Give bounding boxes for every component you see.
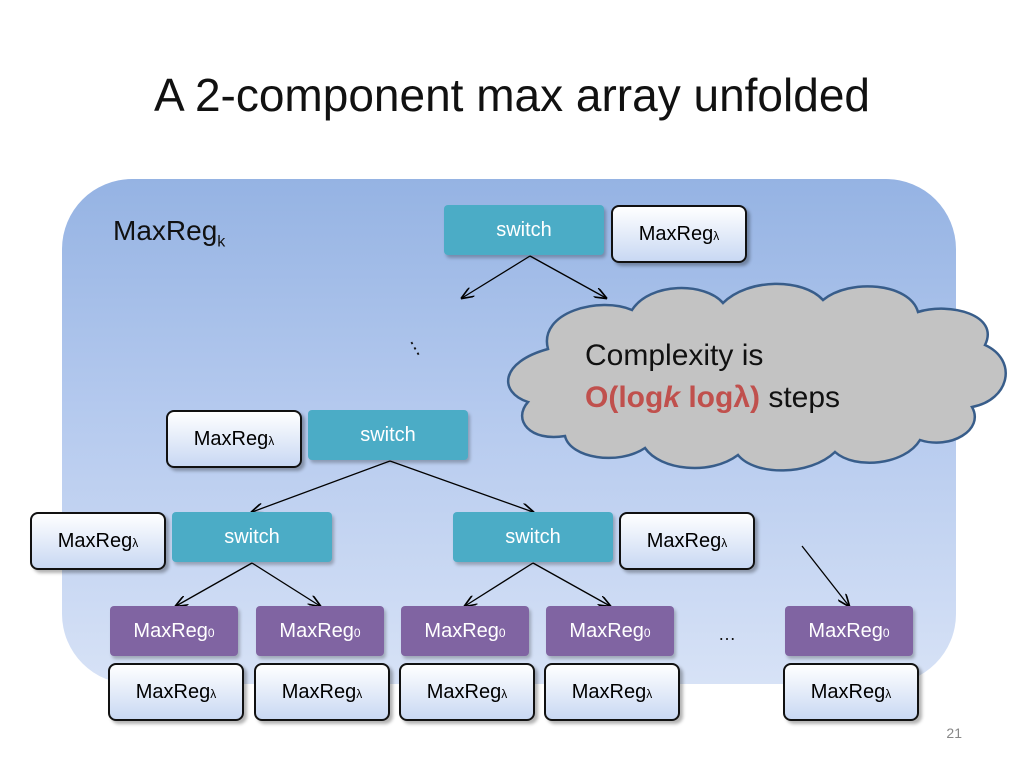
cloud-shape: [506, 282, 1007, 472]
arrow: [252, 460, 391, 512]
switch-node-right: switch: [453, 512, 613, 562]
slide-title: A 2-component max array unfolded: [154, 69, 870, 121]
complexity-callout: Complexity is O(logk logλ) steps: [585, 335, 840, 419]
page-number: 21: [946, 725, 962, 741]
switch-node-top: switch: [444, 205, 604, 255]
switch-node-mid: switch: [308, 410, 468, 460]
panel-label: MaxRegk: [113, 215, 226, 251]
arrow: [389, 460, 533, 512]
arrow: [529, 255, 606, 298]
arrow: [465, 562, 534, 606]
arrow: [801, 545, 849, 606]
arrow: [176, 562, 253, 606]
horizontal-ellipsis: …: [718, 624, 736, 644]
callout-line-2: O(logk logλ) steps: [585, 381, 841, 414]
arrow: [251, 562, 320, 606]
switch-node-left: switch: [172, 512, 332, 562]
arrow: [462, 255, 531, 298]
callout-line-1: Complexity is: [585, 339, 764, 372]
arrow: [532, 562, 610, 606]
